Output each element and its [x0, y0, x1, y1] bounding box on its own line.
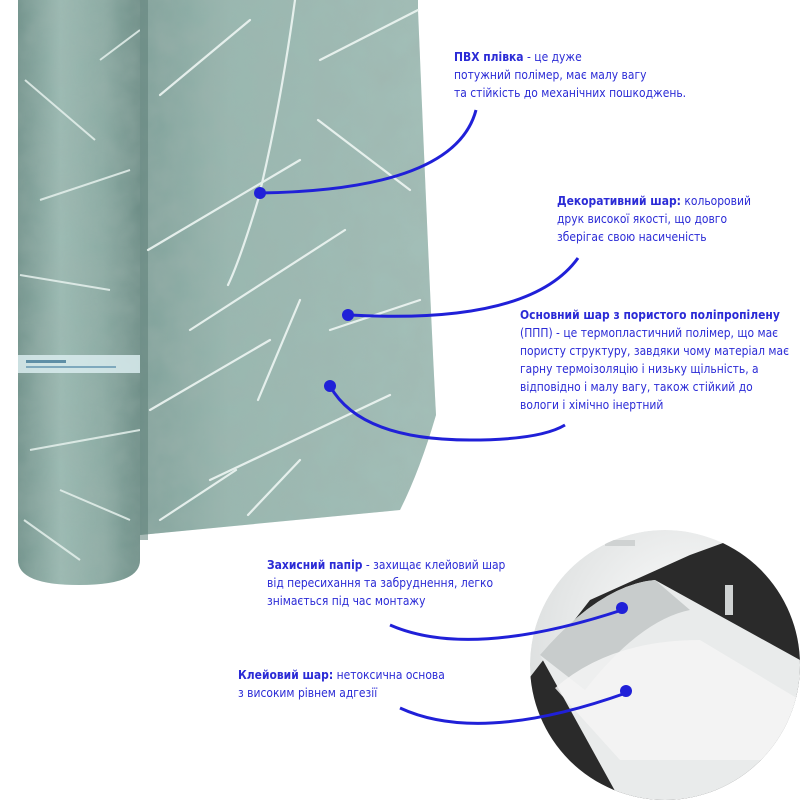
label-line: відповідно і малу вагу, також стійкий до [520, 379, 753, 394]
label-title: Декоративний шар: [557, 193, 681, 208]
label-line: вологи і хімічно інертний [520, 397, 664, 412]
label-title: Захисний папір [267, 557, 363, 572]
connector-pvc-film [254, 109, 478, 199]
label-line: пористу структуру, завдяки чому матеріал… [520, 343, 789, 358]
label-title: Основний шар з пористого поліпропілену [520, 307, 780, 322]
label-line: зберігає свою насиченість [557, 229, 707, 244]
label-title: Клейовий шар: [238, 667, 334, 682]
label-title: ПВХ плівка [454, 49, 524, 64]
label-adhesive-layer: Клейовий шар: нетоксична основа з високи… [238, 666, 445, 702]
label-decorative-layer: Декоративний шар: кольоровий друк високо… [557, 192, 751, 246]
label-line: від пересихання та забруднення, легко [267, 575, 494, 590]
label-line: кольоровий [680, 193, 751, 208]
label-line: - захищає клейовий шар [362, 557, 506, 572]
connector-adhesive-layer [399, 685, 632, 725]
label-line: друк високої якості, що довго [557, 211, 728, 226]
label-pvc-film: ПВХ плівка - це дуже потужний полімер, м… [454, 48, 686, 102]
label-line: гарну термоізоляцію і низьку щільність, … [520, 361, 759, 376]
label-base-layer: Основний шар з пористого поліпропілену (… [520, 306, 789, 414]
label-line: знімається під час монтажу [267, 593, 426, 608]
label-line: з високим рівнем адгезії [238, 685, 378, 700]
label-protective-paper: Захисний папір - захищає клейовий шар ві… [267, 556, 505, 610]
connector-base-layer [324, 380, 566, 442]
connector-decorative-layer [342, 257, 580, 321]
label-line: нетоксична основа [333, 667, 445, 682]
label-line: - це дуже [523, 49, 582, 64]
connector-protective-paper [389, 602, 628, 641]
label-line: та стійкість до механічних пошкоджень. [454, 85, 687, 100]
label-line: (ППП) - це термопластичний полімер, що м… [520, 325, 779, 340]
wallpaper-roll [18, 0, 141, 585]
inset-detail [530, 530, 800, 800]
label-line: потужний полімер, має малу вагу [454, 67, 647, 82]
wallpaper-sheet [140, 0, 436, 540]
